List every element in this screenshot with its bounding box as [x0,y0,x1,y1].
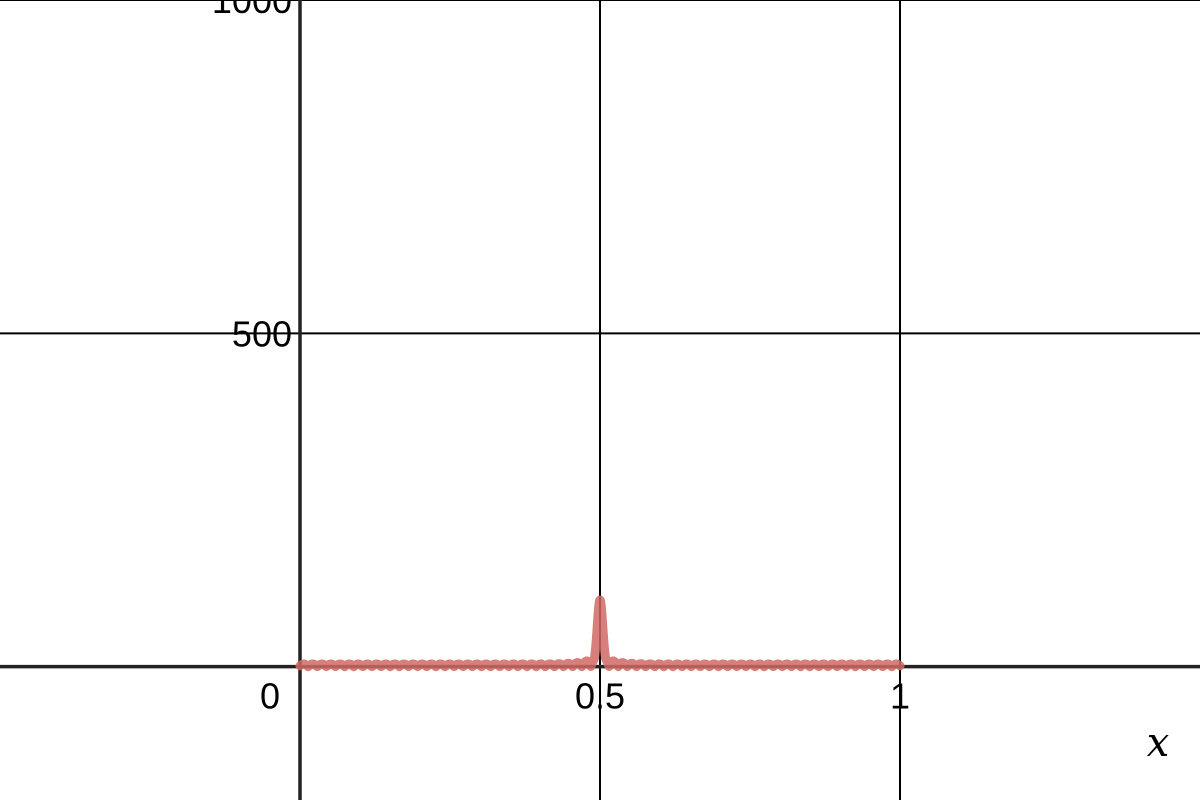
x-axis-title: x [1147,720,1170,766]
y-tick-label-1: 1000 [212,0,292,21]
series-curves [295,595,905,672]
tick-labels: 0 0.5 1 500 1000 [212,0,910,717]
series-curve-0 [295,595,905,672]
x-tick-label-0: 0 [260,676,280,717]
x-tick-label-2: 1 [890,676,910,717]
x-tick-label-1: 0.5 [575,676,625,717]
y-tick-label-0: 500 [232,313,292,354]
